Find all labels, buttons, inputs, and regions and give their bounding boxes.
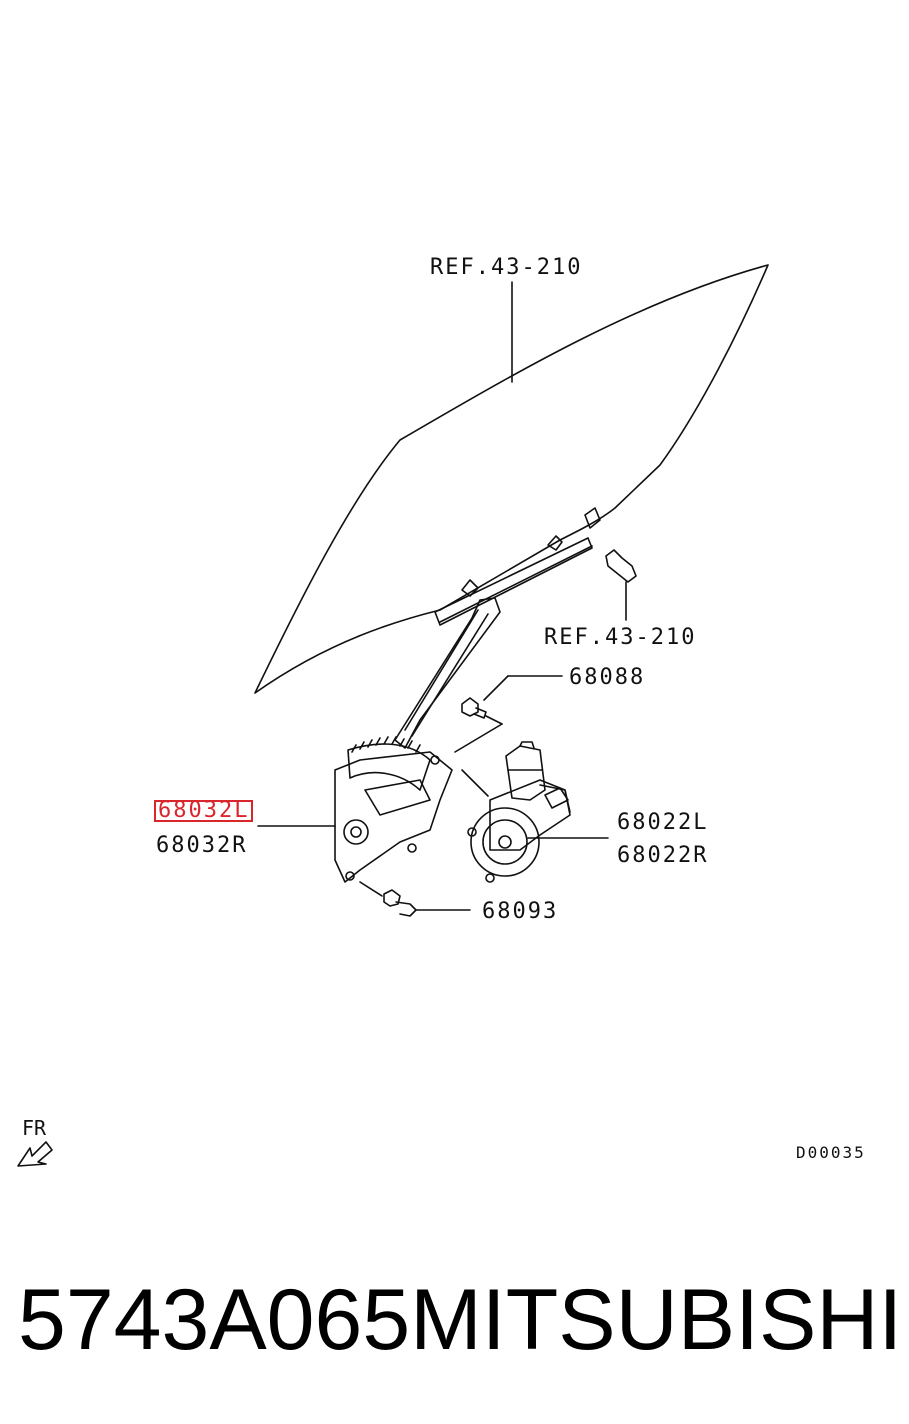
part-label-68022l: 68022L [617,810,709,835]
glass-clip-pin [605,549,637,621]
ref-label-glass: REF.43-210 [430,255,583,280]
brand-name: MITSUBISHI [410,1271,903,1368]
part-label-68032l-highlighted: 68032L [154,800,254,822]
part-label-68022r: 68022R [617,843,709,868]
regulator-arm [394,597,501,749]
window-motor [467,741,571,883]
bolt-68093 [359,881,471,917]
motor-alignment-line [461,769,489,797]
front-marker-label: FR [22,1116,47,1140]
footer-caption: 5743A065 MITSUBISHI [18,1265,902,1375]
glass-tab [584,507,601,529]
regulator-assembly [334,736,453,883]
front-arrow-icon [17,1141,53,1167]
bolt-68088 [454,675,563,753]
part-label-68088: 68088 [569,665,646,690]
part-number: 5743A065 [18,1271,411,1368]
glass-channel-rail [434,535,593,626]
door-glass [254,264,769,694]
diagram-code: D00035 [796,1143,866,1162]
part-label-68093: 68093 [482,899,559,924]
part-label-68032r: 68032R [156,833,248,858]
ref-label-clip: REF.43-210 [544,625,697,650]
